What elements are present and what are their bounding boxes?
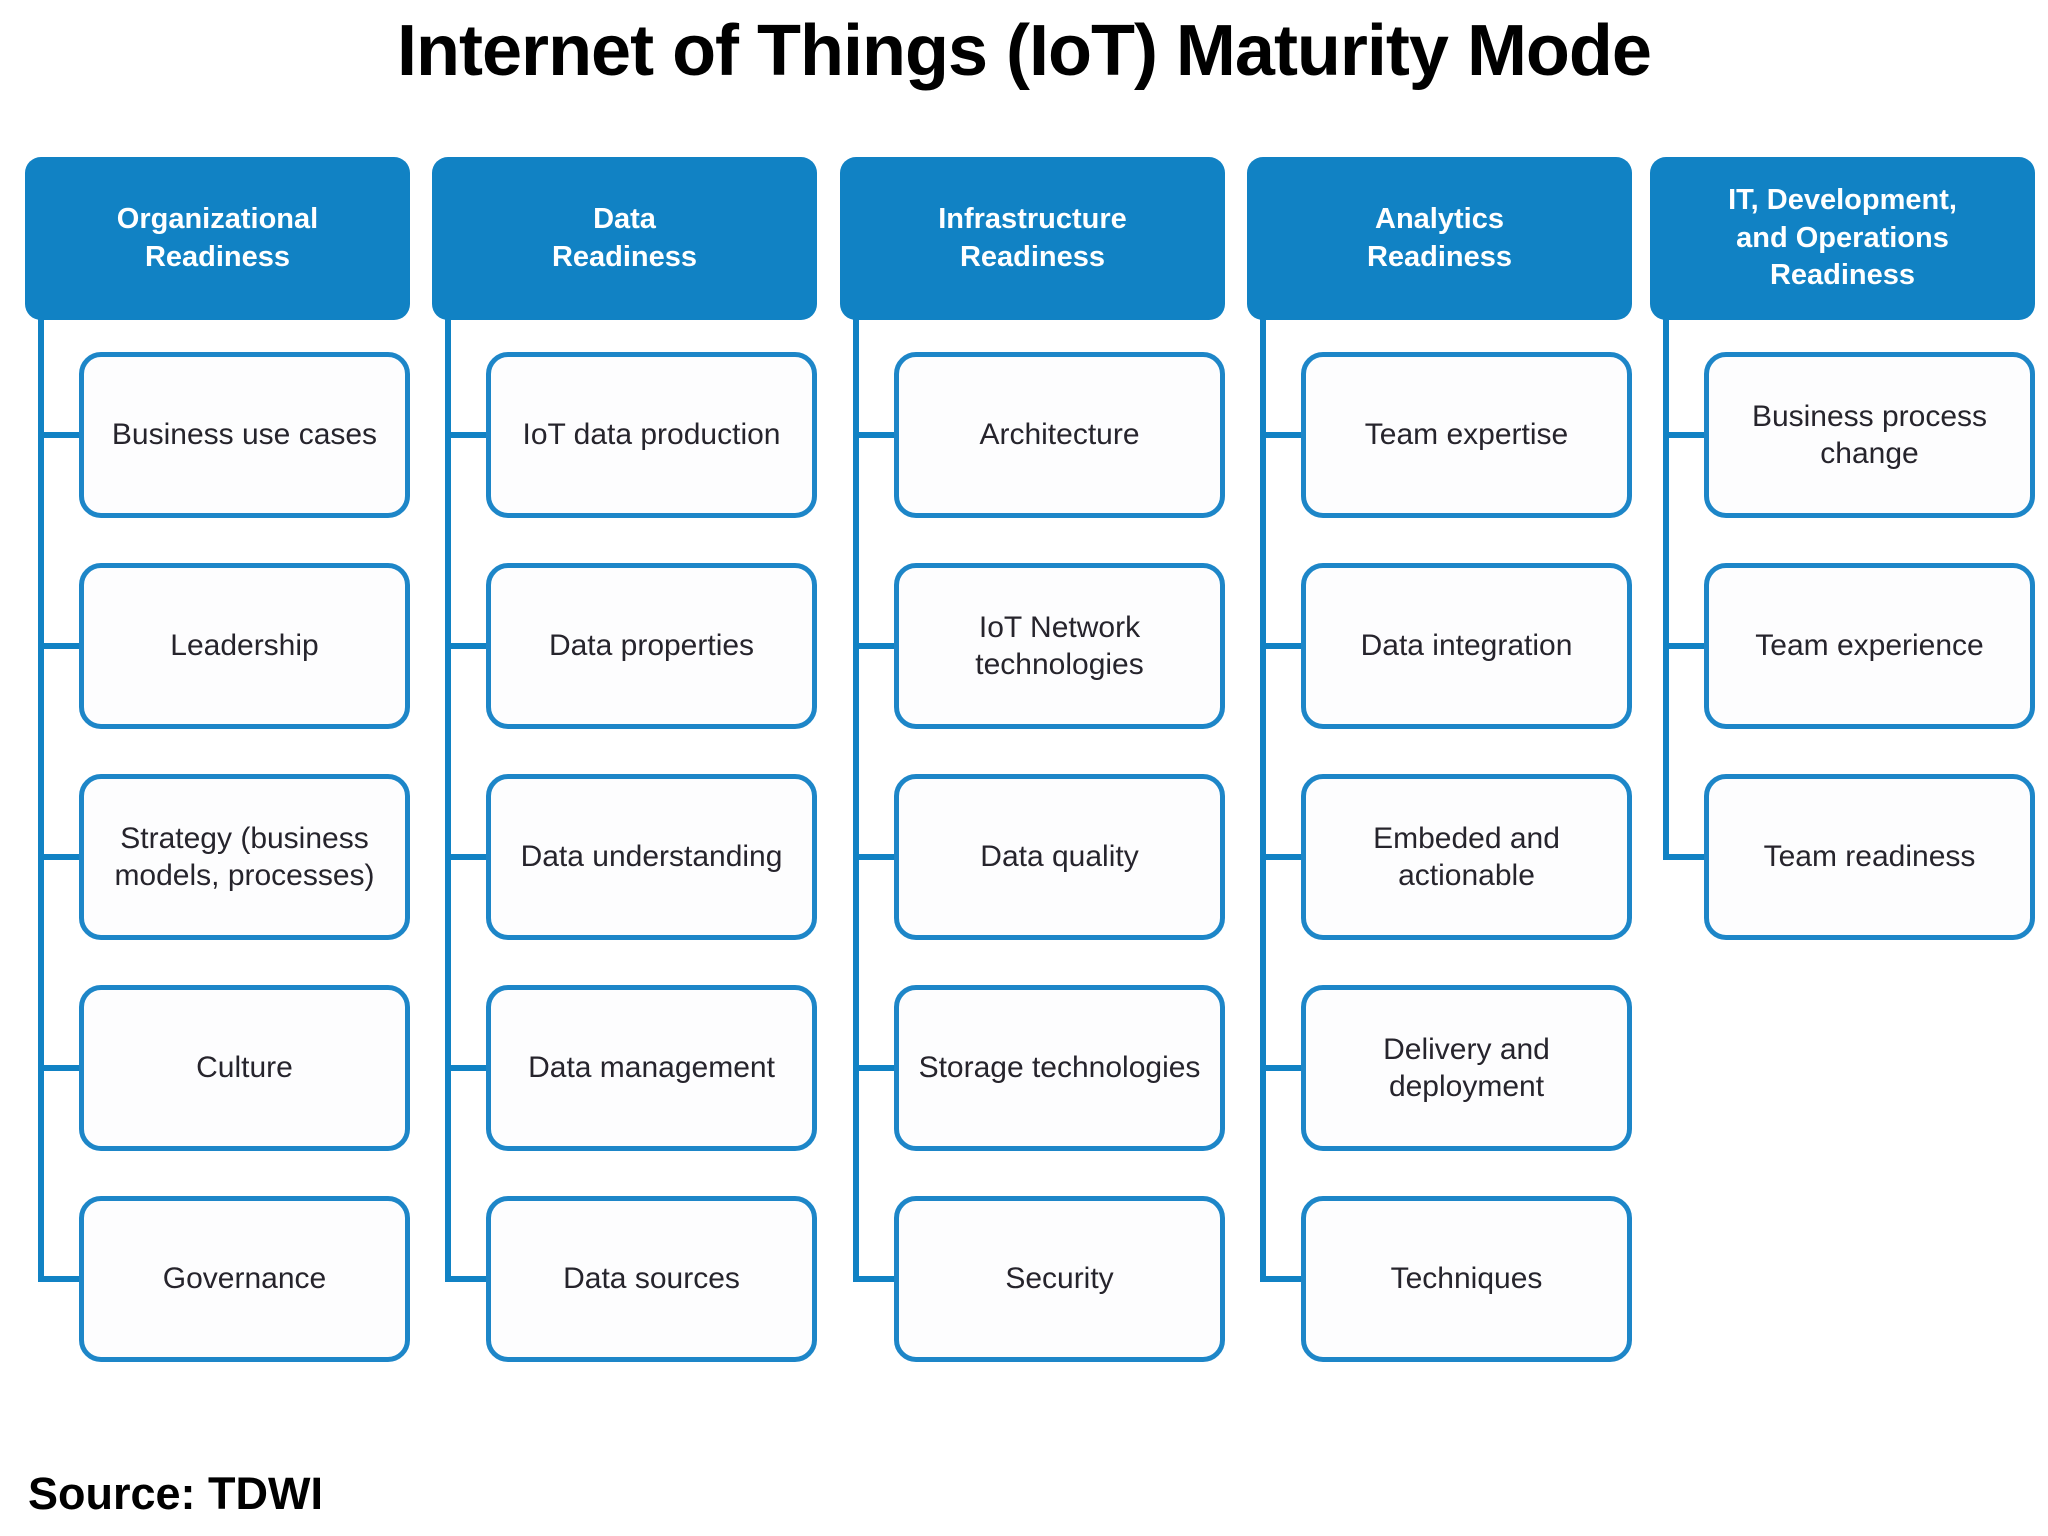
item-box-team-experience: Team experience <box>1704 563 2035 729</box>
item-label: Security <box>1005 1262 1114 1296</box>
connector-horizontal-line <box>1260 1276 1305 1282</box>
item-label: Business use cases <box>111 418 378 452</box>
item-label: Delivery and deployment <box>1383 1032 1550 1104</box>
connector-horizontal-line <box>1663 432 1708 438</box>
item-box-business-process-change: Business process change <box>1704 352 2035 518</box>
connector-horizontal-line <box>445 1065 490 1071</box>
connector-vertical-line <box>1260 315 1266 1282</box>
item-box-security: Security <box>894 1196 1225 1362</box>
item-box-delivery-and-deployment: Delivery and deployment <box>1301 985 1632 1151</box>
connector-horizontal-line <box>853 1065 898 1071</box>
item-box-data-sources: Data sources <box>486 1196 817 1362</box>
connector-horizontal-line <box>38 643 83 649</box>
item-box-strategy-business-models-processes: Strategy (business models, processes) <box>79 774 410 940</box>
item-label: Storage technologies <box>918 1051 1201 1085</box>
item-box-leadership: Leadership <box>79 563 410 729</box>
item-label: Embeded and actionable <box>1373 821 1560 893</box>
item-box-team-expertise: Team expertise <box>1301 352 1632 518</box>
item-label: Team readiness <box>1763 840 1976 874</box>
item-label: Team experience <box>1755 629 1984 663</box>
connector-vertical-line <box>38 315 44 1282</box>
item-label: Data integration <box>1360 629 1573 663</box>
item-box-data-integration: Data integration <box>1301 563 1632 729</box>
item-label: Data quality <box>980 840 1139 874</box>
page-title: Internet of Things (IoT) Maturity Mode <box>397 11 1652 91</box>
column-header: Analytics Readiness <box>1247 157 1632 320</box>
item-box-architecture: Architecture <box>894 352 1225 518</box>
item-box-business-use-cases: Business use cases <box>79 352 410 518</box>
item-box-embeded-and-actionable: Embeded and actionable <box>1301 774 1632 940</box>
connector-horizontal-line <box>1663 854 1708 860</box>
connector-horizontal-line <box>38 1065 83 1071</box>
connector-horizontal-line <box>853 1276 898 1282</box>
connector-horizontal-line <box>853 432 898 438</box>
connector-horizontal-line <box>38 854 83 860</box>
item-label: IoT Network technologies <box>975 610 1144 682</box>
item-box-culture: Culture <box>79 985 410 1151</box>
connector-horizontal-line <box>1260 432 1305 438</box>
item-box-iot-network-technologies: IoT Network technologies <box>894 563 1225 729</box>
item-box-team-readiness: Team readiness <box>1704 774 2035 940</box>
column-header: Infrastructure Readiness <box>840 157 1225 320</box>
item-box-data-understanding: Data understanding <box>486 774 817 940</box>
item-label: Data sources <box>563 1262 740 1296</box>
connector-horizontal-line <box>1260 643 1305 649</box>
connector-horizontal-line <box>445 643 490 649</box>
column-it-development-and-operations-readiness: IT, Development, and Operations Readines… <box>1650 157 2035 1407</box>
connector-vertical-line <box>853 315 859 1282</box>
item-label: Data understanding <box>520 840 783 874</box>
item-box-techniques: Techniques <box>1301 1196 1632 1362</box>
item-box-governance: Governance <box>79 1196 410 1362</box>
column-header: Data Readiness <box>432 157 817 320</box>
item-label: Culture <box>196 1051 293 1085</box>
item-label: Techniques <box>1390 1262 1543 1296</box>
item-label: Data management <box>528 1051 775 1085</box>
connector-horizontal-line <box>38 1276 83 1282</box>
item-label: IoT data production <box>522 418 781 452</box>
connector-horizontal-line <box>853 643 898 649</box>
column-header: Organizational Readiness <box>25 157 410 320</box>
item-box-iot-data-production: IoT data production <box>486 352 817 518</box>
connector-horizontal-line <box>1260 1065 1305 1071</box>
connector-horizontal-line <box>1260 854 1305 860</box>
item-label: Architecture <box>979 418 1140 452</box>
connector-horizontal-line <box>38 432 83 438</box>
item-box-data-properties: Data properties <box>486 563 817 729</box>
item-label: Team expertise <box>1364 418 1569 452</box>
item-box-storage-technologies: Storage technologies <box>894 985 1225 1151</box>
item-box-data-management: Data management <box>486 985 817 1151</box>
item-box-data-quality: Data quality <box>894 774 1225 940</box>
connector-vertical-line <box>445 315 451 1282</box>
source-note: Source: TDWI <box>28 1468 324 1519</box>
item-label: Governance <box>162 1262 327 1296</box>
item-label: Data properties <box>548 629 755 663</box>
item-label: Strategy (business models, processes) <box>114 821 375 893</box>
connector-vertical-line <box>1663 315 1669 860</box>
item-label: Business process change <box>1751 399 1988 471</box>
connector-horizontal-line <box>445 432 490 438</box>
connector-horizontal-line <box>853 854 898 860</box>
connector-horizontal-line <box>445 1276 490 1282</box>
item-label: Leadership <box>170 629 319 663</box>
connector-horizontal-line <box>445 854 490 860</box>
column-header: IT, Development, and Operations Readines… <box>1650 157 2035 320</box>
connector-horizontal-line <box>1663 643 1708 649</box>
